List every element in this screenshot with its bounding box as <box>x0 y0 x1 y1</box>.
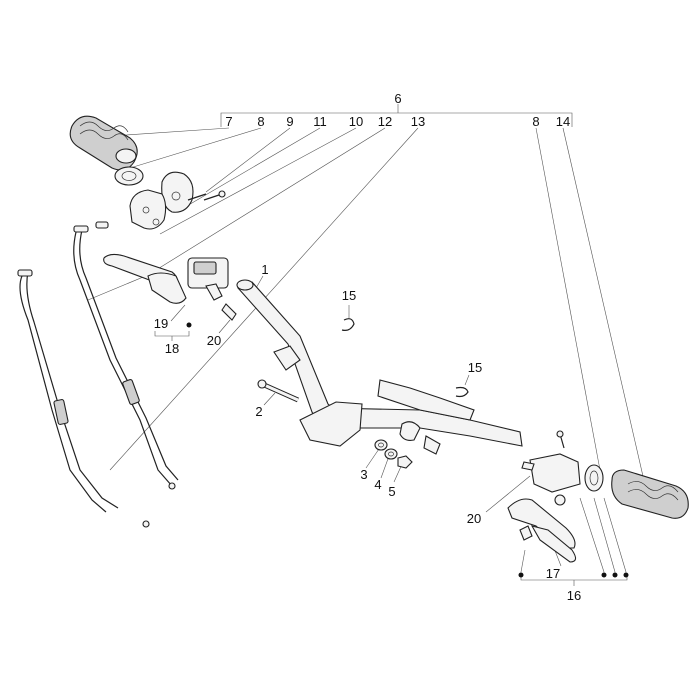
grip-ring <box>114 166 144 186</box>
kit-dots <box>186 322 629 578</box>
callout-14: 14 <box>556 114 570 129</box>
callout-4: 4 <box>374 477 381 492</box>
callout-20b: 20 <box>467 511 481 526</box>
callout-2: 2 <box>255 404 262 419</box>
callout-11: 11 <box>313 114 327 129</box>
right-grip <box>611 469 689 519</box>
callout-16: 16 <box>567 588 581 603</box>
screw-small <box>187 190 226 201</box>
handlebar-frame <box>236 279 523 455</box>
callout-20a: 20 <box>207 333 221 348</box>
callout-8b: 8 <box>532 114 539 129</box>
right-grip-ring <box>584 464 604 492</box>
spring-clips <box>341 318 469 398</box>
right-brake-lever-assembly <box>507 430 581 563</box>
switch-housing <box>129 171 194 230</box>
callout-15b: 15 <box>468 360 482 375</box>
callout-1: 1 <box>261 262 268 277</box>
left-brake-lever-assembly <box>103 253 237 321</box>
callout-12: 12 <box>378 114 392 129</box>
callout-13: 13 <box>411 114 425 129</box>
callout-9: 9 <box>286 114 293 129</box>
callout-15a: 15 <box>342 288 356 303</box>
callout-7: 7 <box>225 114 232 129</box>
callout-8a: 8 <box>257 114 264 129</box>
callout-17: 17 <box>546 566 560 581</box>
callout-6: 6 <box>394 91 401 106</box>
callout-19: 19 <box>154 316 168 331</box>
throttle-cables <box>17 221 179 528</box>
washers-nut <box>374 439 413 469</box>
callout-3: 3 <box>360 467 367 482</box>
callout-10: 10 <box>349 114 363 129</box>
bolt <box>257 379 300 403</box>
callout-18: 18 <box>165 341 179 356</box>
callout-labels: 6 7 8 9 11 10 12 13 8 14 1 15 15 19 18 2… <box>154 91 581 603</box>
callout-5: 5 <box>388 484 395 499</box>
left-grip <box>69 115 138 171</box>
